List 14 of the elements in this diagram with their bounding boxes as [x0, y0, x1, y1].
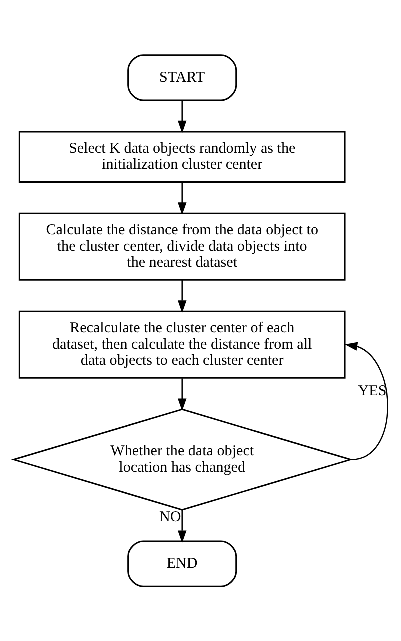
arrow	[344, 342, 388, 460]
edge-label: YES	[358, 382, 386, 399]
node-box: END	[127, 540, 237, 587]
node-box: START	[127, 54, 237, 101]
node-box: Select K data objects randomly as the initialization cluster center	[18, 130, 346, 182]
arrow	[177, 510, 186, 543]
node-diamond: Whether the data object location has changed	[10, 408, 353, 510]
arrow	[177, 182, 186, 215]
node-box: Recalculate the cluster center of each dataset, then calculate the distance from all data objects to each cluster center	[18, 310, 346, 378]
arrow	[177, 280, 186, 313]
edge-label: NO	[159, 509, 181, 526]
node-box: Calculate the distance from the data object to the cluster center, divide data objects into the nearest dataset	[18, 212, 346, 280]
arrow	[177, 378, 186, 411]
arrow	[177, 100, 186, 133]
